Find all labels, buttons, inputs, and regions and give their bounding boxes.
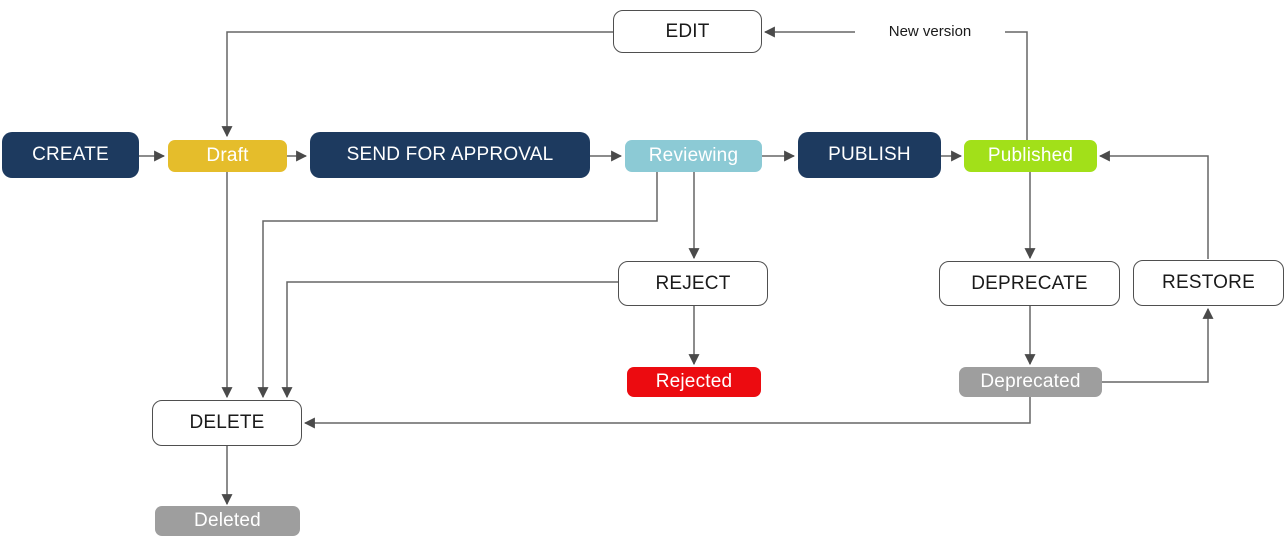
edge-restore-published (1098, 150, 1209, 259)
node-deprecated: Deprecated (959, 367, 1102, 397)
node-deleted: Deleted (155, 506, 300, 536)
edge-edit-draft (221, 31, 613, 138)
node-create: CREATE (2, 132, 139, 178)
node-publish: PUBLISH (798, 132, 941, 178)
node-rejected: Rejected (627, 367, 761, 397)
node-reject: REJECT (618, 261, 768, 306)
node-draft: Draft (168, 140, 287, 172)
edge-reviewing-delete (257, 172, 658, 399)
node-reviewing: Reviewing (625, 140, 762, 172)
edge-label-new-version: New version (855, 21, 1005, 43)
node-published: Published (964, 140, 1097, 172)
node-send-for-approval: SEND FOR APPROVAL (310, 132, 590, 178)
node-delete: DELETE (152, 400, 302, 446)
node-edit: EDIT (613, 10, 762, 53)
edge-reject-delete (281, 281, 618, 399)
edge-published-edit (763, 26, 1028, 140)
edge-deprecated-restore (1102, 307, 1214, 383)
node-deprecate: DEPRECATE (939, 261, 1120, 306)
node-restore: RESTORE (1133, 260, 1284, 306)
edge-deprecated-delete (303, 396, 1031, 429)
